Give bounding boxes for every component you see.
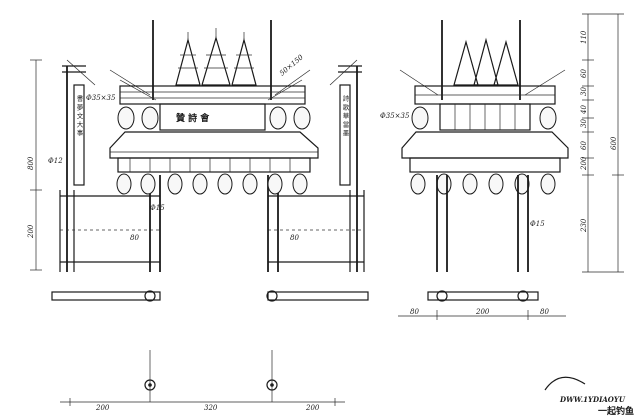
side-bottom-dim-3: 80 (540, 308, 549, 316)
side-bottom-dim-2: 200 (475, 308, 490, 316)
side-right-dim-600: 600 (610, 136, 618, 150)
front-elevation: 800 200 書 夢 文 大 事 Φ12 Φ35×35 80 Φ15 詩 歌 … (27, 20, 369, 412)
lower-lanterns (116, 173, 308, 195)
roof-spires (109, 20, 311, 101)
side-right-dim-60b: 60 (580, 141, 588, 150)
side-post-dia-label: Φ15 (530, 220, 545, 228)
roof-dim-label: 50×150 (278, 53, 305, 78)
fish-hook-icon (544, 376, 586, 391)
side-section-label: Φ35×35 (380, 112, 410, 120)
right-banner-text: 詩 歌 華 當 墨 (341, 94, 349, 136)
side-right-dim-30b: 30 (580, 119, 588, 128)
side-right-dim-60a: 60 (580, 69, 588, 78)
plaque-text: 贊 詩 會 (176, 112, 210, 124)
side-right-dim-230: 230 (580, 218, 588, 233)
bottom-dim-3: 200 (305, 404, 320, 412)
bottom-dim-2: 320 (204, 404, 218, 412)
watermark-brand: 一起钓鱼 (598, 405, 634, 417)
post-dia-label: Φ15 (150, 204, 165, 212)
side-right-dim-40: 40 (580, 105, 588, 115)
side-right-dim-110: 110 (580, 30, 588, 44)
left-section-label: Φ35×35 (86, 94, 116, 102)
lantern-dia-label: Φ12 (48, 157, 63, 165)
right-base-plan (267, 291, 369, 301)
height-200-label: 200 (27, 224, 35, 239)
watermark-url: DWW.1YDIAOYU (559, 395, 626, 404)
gap-80-right-label: 80 (290, 234, 299, 242)
watermark-logo: DWW.1YDIAOYU 一起钓鱼 (544, 376, 634, 417)
gap-80-left-label: 80 (130, 234, 139, 242)
plaque-board (159, 103, 266, 131)
side-elevation: Φ35×35 Φ15 80 200 80 110 60 30 40 30 60 … (380, 13, 624, 320)
side-bottom-dim-1: 80 (410, 308, 419, 316)
main-eave (109, 131, 319, 159)
right-banner (339, 84, 351, 186)
left-banner (73, 84, 85, 186)
bottom-dim-1: 200 (95, 404, 110, 412)
upper-lanterns (117, 106, 311, 130)
height-800-label: 800 (27, 156, 35, 170)
side-right-dim-200: 200 (580, 156, 588, 171)
left-base-plan (51, 291, 161, 301)
upper-roof (119, 85, 306, 105)
left-banner-text: 書 夢 文 大 事 (75, 94, 83, 136)
side-right-dim-30a: 30 (580, 87, 588, 96)
